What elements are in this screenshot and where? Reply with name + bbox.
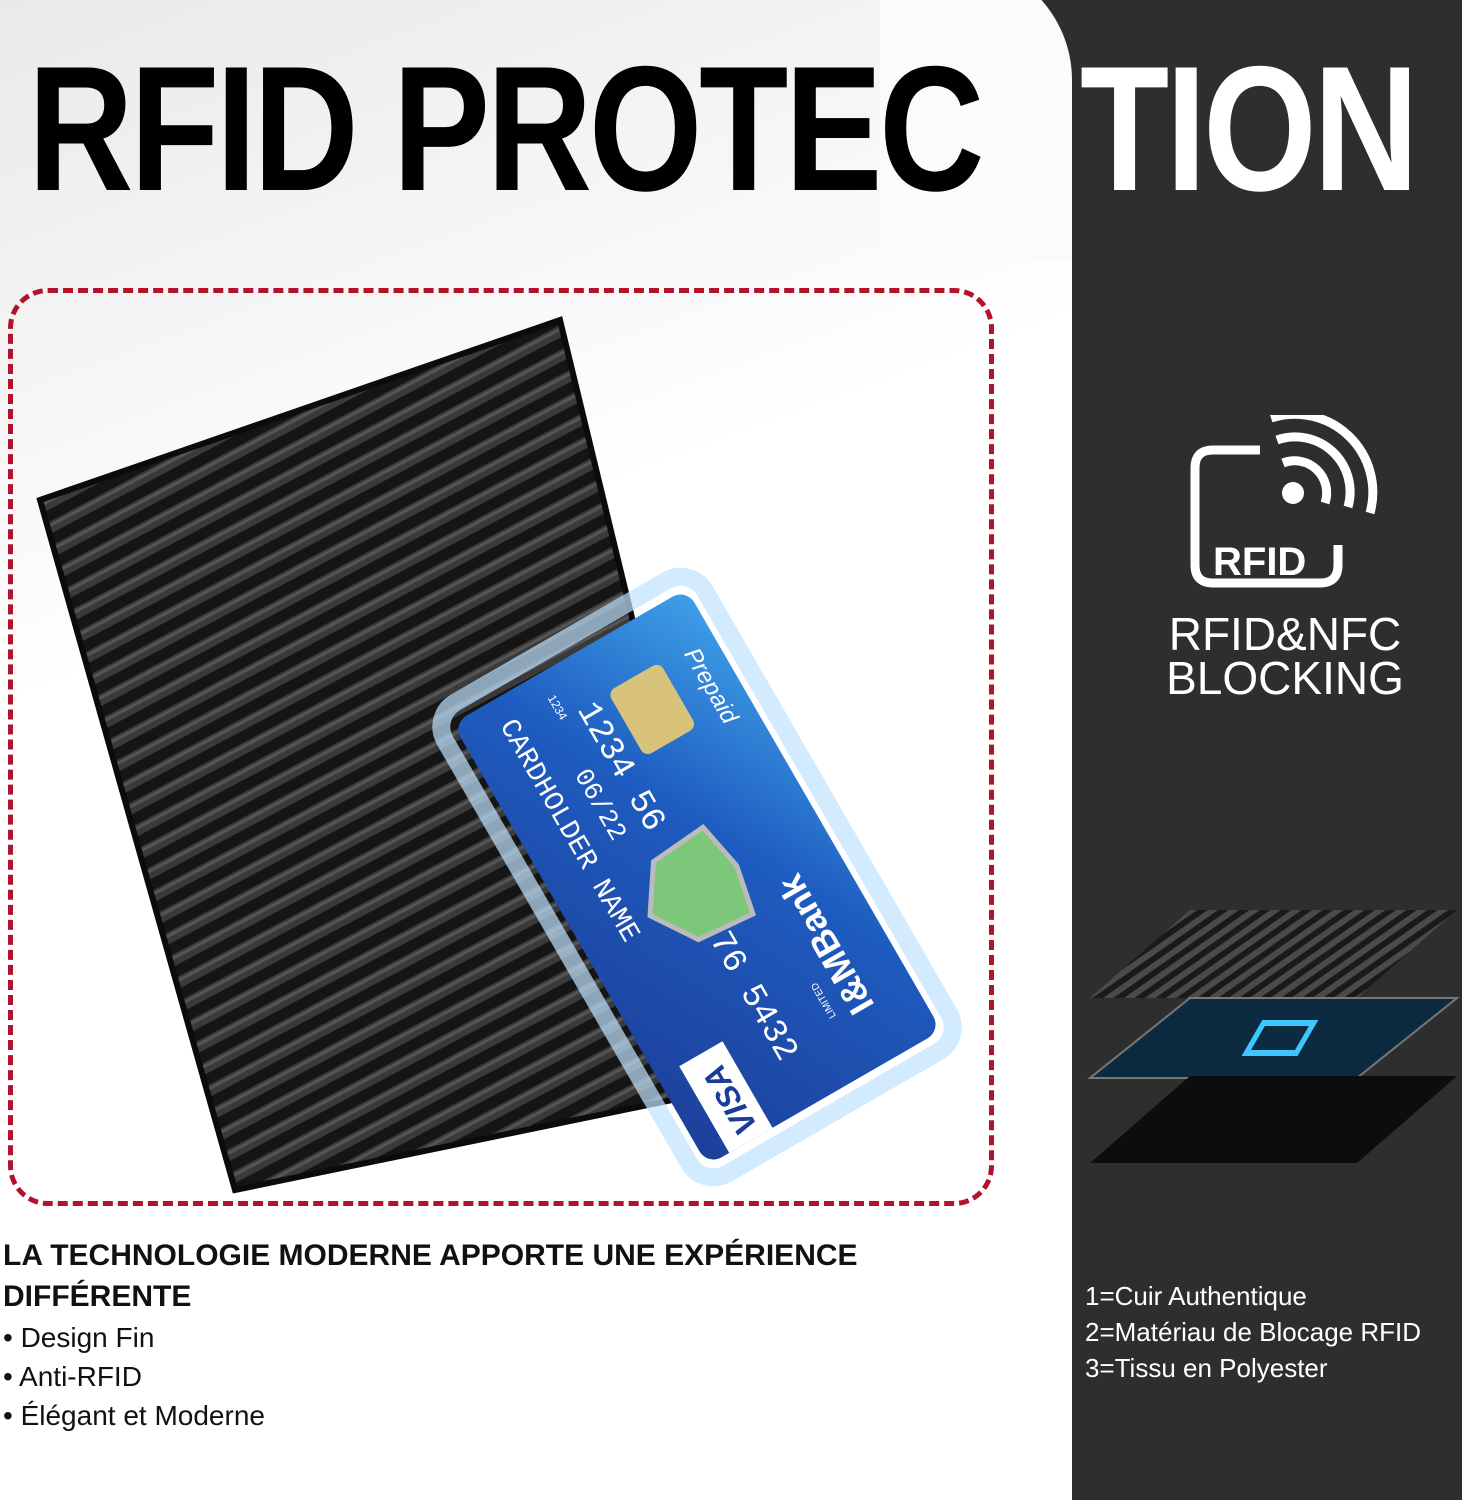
layer-rfid bbox=[1087, 997, 1460, 1079]
feature-item: • Élégant et Moderne bbox=[3, 1400, 265, 1431]
features-heading: LA TECHNOLOGIE MODERNE APPORTE UNE EXPÉR… bbox=[3, 1239, 858, 1313]
dark-panel-top bbox=[1000, 0, 1462, 260]
wallet-image: Prepaid 1234 56 76 5432 06/22 CARDHOLDER… bbox=[36, 316, 962, 1194]
shield-lock-icon bbox=[647, 824, 757, 943]
feature-list: • Design Fin • Anti-RFID • Élégant et Mo… bbox=[3, 1318, 265, 1435]
title-light-part: TION bbox=[1080, 29, 1419, 228]
caption-line1: RFID&NFC bbox=[1168, 608, 1402, 660]
title-dark-part: RFID PROTEC bbox=[28, 29, 985, 228]
legend-item: 2=Matériau de Blocage RFID bbox=[1085, 1317, 1422, 1347]
rfid-icon: RFID bbox=[1190, 415, 1378, 588]
layer-legend: 1=Cuir Authentique 2=Matériau de Blocage… bbox=[1085, 1278, 1421, 1386]
panel-curve bbox=[880, 0, 1072, 260]
layer-leather bbox=[1090, 910, 1457, 998]
credit-card: Prepaid 1234 56 76 5432 06/22 CARDHOLDER… bbox=[432, 567, 962, 1187]
material-layers-image bbox=[1087, 910, 1460, 1163]
legend-item: 3=Tissu en Polyester bbox=[1085, 1353, 1328, 1383]
legend-item: 1=Cuir Authentique bbox=[1085, 1281, 1307, 1311]
product-frame bbox=[8, 288, 994, 1206]
caption-line2: BLOCKING bbox=[1166, 652, 1404, 704]
rfid-caption: RFID&NFC BLOCKING bbox=[1100, 608, 1462, 704]
svg-text:RFID: RFID bbox=[1213, 540, 1306, 584]
chip-icon bbox=[610, 664, 695, 754]
layer-polyester bbox=[1090, 1076, 1457, 1163]
feature-item: • Design Fin bbox=[3, 1322, 155, 1353]
feature-item: • Anti-RFID bbox=[3, 1361, 142, 1392]
